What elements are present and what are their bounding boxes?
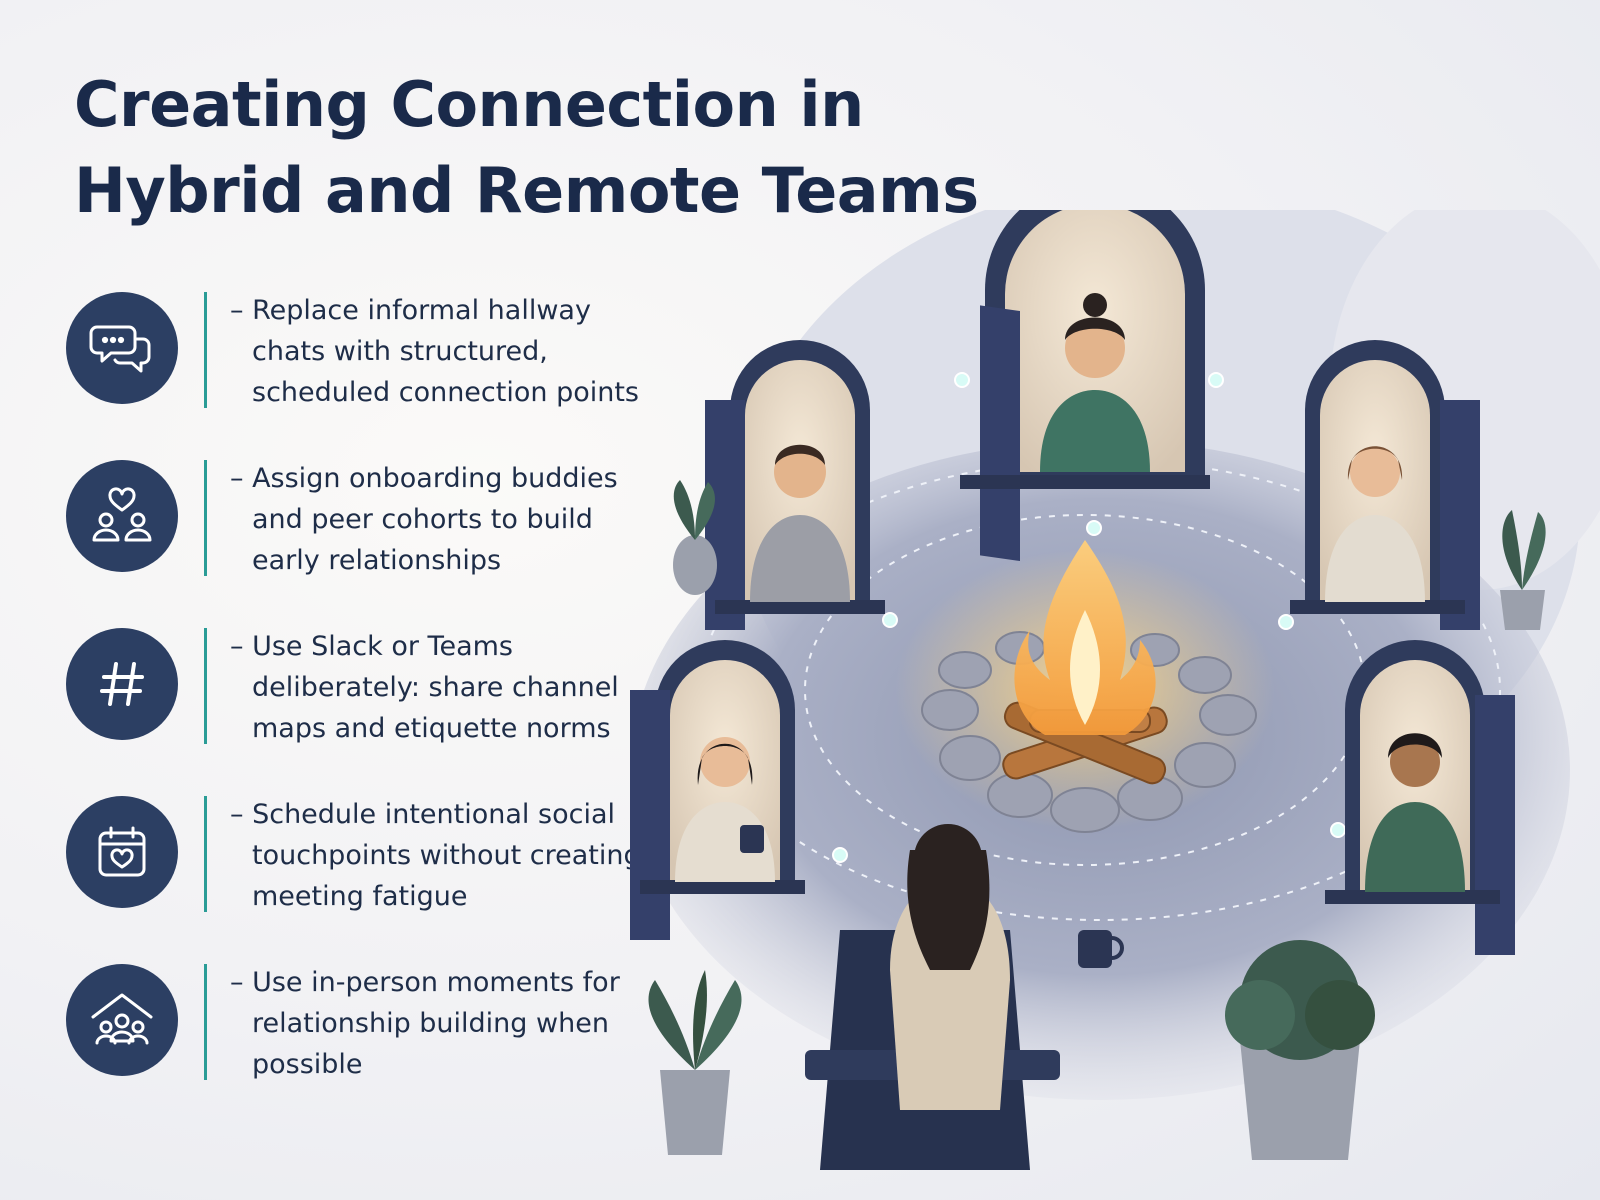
plant-pot-right (1500, 510, 1546, 630)
home-people-icon (66, 964, 178, 1076)
item-line: early relationships (252, 545, 502, 576)
video-window-upper-left (705, 340, 885, 630)
item-line: – Assign onboarding buddies (230, 463, 618, 494)
item-line: chats with structured, (252, 336, 548, 367)
stone-ring (921, 631, 1257, 833)
item-divider (204, 292, 207, 408)
page-title: Creating Connection in Hybrid and Remote… (74, 62, 1054, 234)
list-item: – Replace informal hallway chats with st… (66, 290, 666, 410)
hashtag-icon (66, 628, 178, 740)
connection-nodes (832, 372, 1346, 863)
list-item: – Use in-person moments for relationship… (66, 962, 666, 1082)
plant-pot-bottom-right (1225, 940, 1375, 1160)
plant-pot-left (673, 480, 717, 595)
item-line: – Use in-person moments for (230, 967, 620, 998)
item-text: – Replace informal hallway chats with st… (230, 290, 670, 413)
campfire-illustration (630, 210, 1600, 1170)
item-line: possible (252, 1049, 363, 1080)
title-line-2: Hybrid and Remote Teams (74, 154, 979, 227)
item-text: – Schedule intentional social touchpoint… (230, 794, 670, 917)
item-line: meeting fatigue (252, 881, 468, 912)
list-item: – Assign onboarding buddies and peer coh… (66, 458, 666, 578)
plant-pot-bottom-left (648, 970, 742, 1155)
calendar-heart-icon (66, 796, 178, 908)
item-text: – Use Slack or Teams deliberately: share… (230, 626, 670, 749)
flame-core (1070, 610, 1100, 725)
item-divider (204, 460, 207, 576)
list-item: – Use Slack or Teams deliberately: share… (66, 626, 666, 746)
item-line: maps and etiquette norms (252, 713, 611, 744)
item-line: and peer cohorts to build (252, 504, 593, 535)
connection-ring (699, 459, 1501, 921)
item-line: scheduled connection points (252, 377, 639, 408)
item-line: touchpoints without creating (252, 840, 641, 871)
title-line-1: Creating Connection in (74, 68, 864, 141)
video-window-top (960, 210, 1210, 562)
item-line: – Schedule intentional social (230, 799, 615, 830)
item-text: – Assign onboarding buddies and peer coh… (230, 458, 670, 581)
video-window-lower-right (1325, 640, 1515, 955)
list-item: – Schedule intentional social touchpoint… (66, 794, 666, 914)
chat-bubbles-icon (66, 292, 178, 404)
item-divider (204, 796, 207, 912)
item-divider (204, 964, 207, 1080)
buddies-heart-icon (66, 460, 178, 572)
video-window-upper-right (1290, 340, 1480, 630)
video-window-lower-left (630, 640, 805, 940)
item-divider (204, 628, 207, 744)
item-text: – Use in-person moments for relationship… (230, 962, 670, 1085)
item-line: relationship building when (252, 1008, 609, 1039)
item-line: – Use Slack or Teams (230, 631, 513, 662)
item-line: – Replace informal hallway (230, 295, 591, 326)
item-line: deliberately: share channel (252, 672, 619, 703)
foreground-person-in-chair (805, 824, 1124, 1170)
